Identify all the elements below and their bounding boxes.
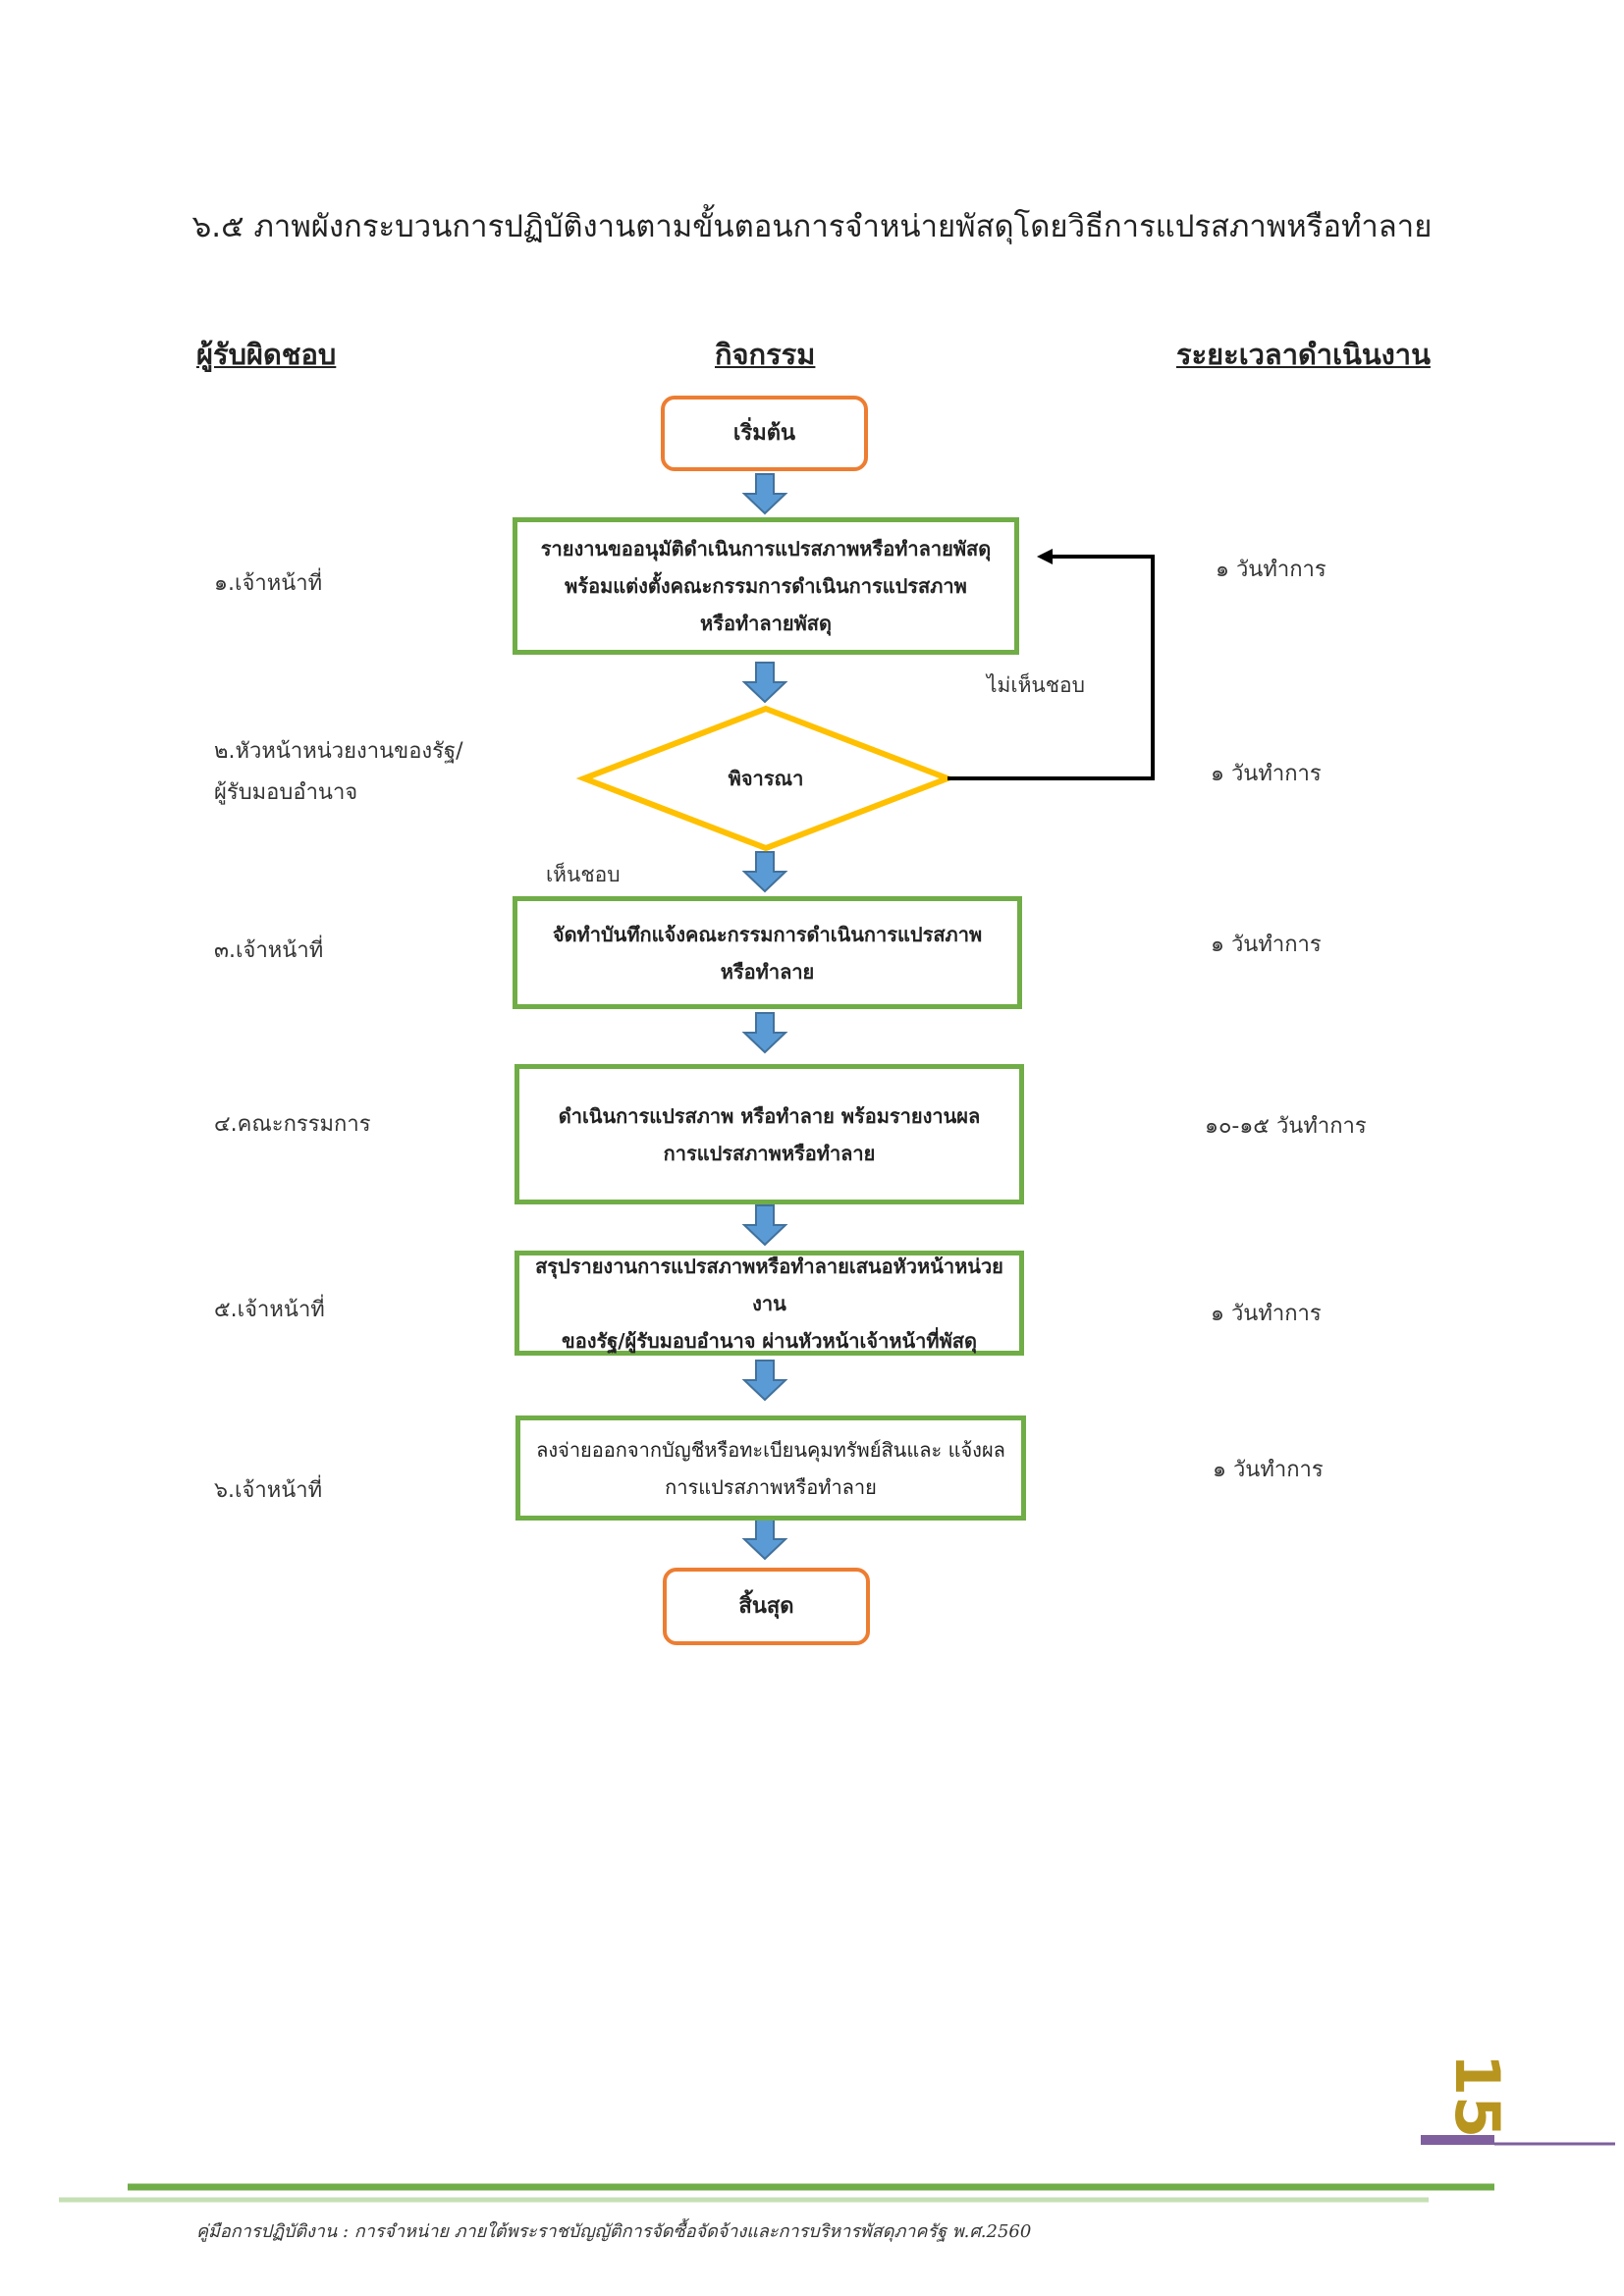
arrow-7 [743,1519,786,1560]
page-number: 15 [1441,2053,1514,2139]
header-responsible: ผู้รับผิดชอบ [196,338,337,371]
activity-box-1: รายงานขออนุมัติดำเนินการแปรสภาพหรือทำลาย… [513,517,1019,655]
activity-box-6: ลงจ่ายออกจากบัญชีหรือทะเบียนคุมทรัพย์สิน… [515,1415,1026,1521]
responsible-4: ๔.คณะกรรมการ [214,1112,371,1137]
header-activity: กิจกรรม [715,338,816,371]
duration-2: ๑ วันทำการ [1211,762,1322,786]
responsible-2: ๒.หัวหน้าหน่วยงานของรัฐ/ ผู้รับมอบอำนาจ [214,739,463,805]
arrow-3 [743,851,786,892]
activity-box-4: ดำเนินการแปรสภาพ หรือทำลาย พร้อมรายงานผล… [514,1064,1024,1204]
feedback-line [947,555,1155,780]
responsible-5: ๕.เจ้าหน้าที่ [214,1298,325,1322]
arrow-4 [743,1012,786,1053]
start-node: เริ่มต้น [661,396,868,471]
duration-5: ๑ วันทำการ [1211,1302,1322,1326]
arrow-2 [743,662,786,703]
arrow-6 [743,1360,786,1401]
responsible-3: ๓.เจ้าหน้าที่ [214,938,324,963]
arrow-5 [743,1204,786,1246]
arrow-1 [743,473,786,514]
activity-box-3: จัดทำบันทึกแจ้งคณะกรรมการดำเนินการแปรสภา… [513,896,1022,1009]
responsible-1: ๑.เจ้าหน้าที่ [214,571,323,596]
duration-6: ๑ วันทำการ [1213,1458,1324,1482]
duration-4: ๑๐-๑๕ วันทำการ [1205,1114,1367,1139]
decision-label: พิจารณา [728,767,804,790]
approved-label: เห็นชอบ [546,863,621,886]
footer-text: คู่มือการปฏิบัติงาน : การจำหน่าย ภายใต้พ… [196,2221,1032,2242]
page-title: ๖.๕ ภาพผังกระบวนการปฏิบัติงานตามขั้นตอนก… [191,209,1433,244]
activity-box-5: สรุปรายงานการแปรสภาพหรือทำลายเสนอหัวหน้า… [514,1251,1024,1356]
duration-3: ๑ วันทำการ [1211,933,1322,957]
header-duration: ระยะเวลาดำเนินงาน [1176,338,1431,371]
not-approved-label: ไม่เห็นชอบ [987,673,1085,697]
duration-1: ๑ วันทำการ [1216,558,1326,582]
responsible-6: ๖.เจ้าหน้าที่ [214,1478,323,1503]
feedback-arrowhead [1037,549,1053,564]
decision-diamond [575,705,956,852]
end-node: สิ้นสุด [663,1568,870,1645]
